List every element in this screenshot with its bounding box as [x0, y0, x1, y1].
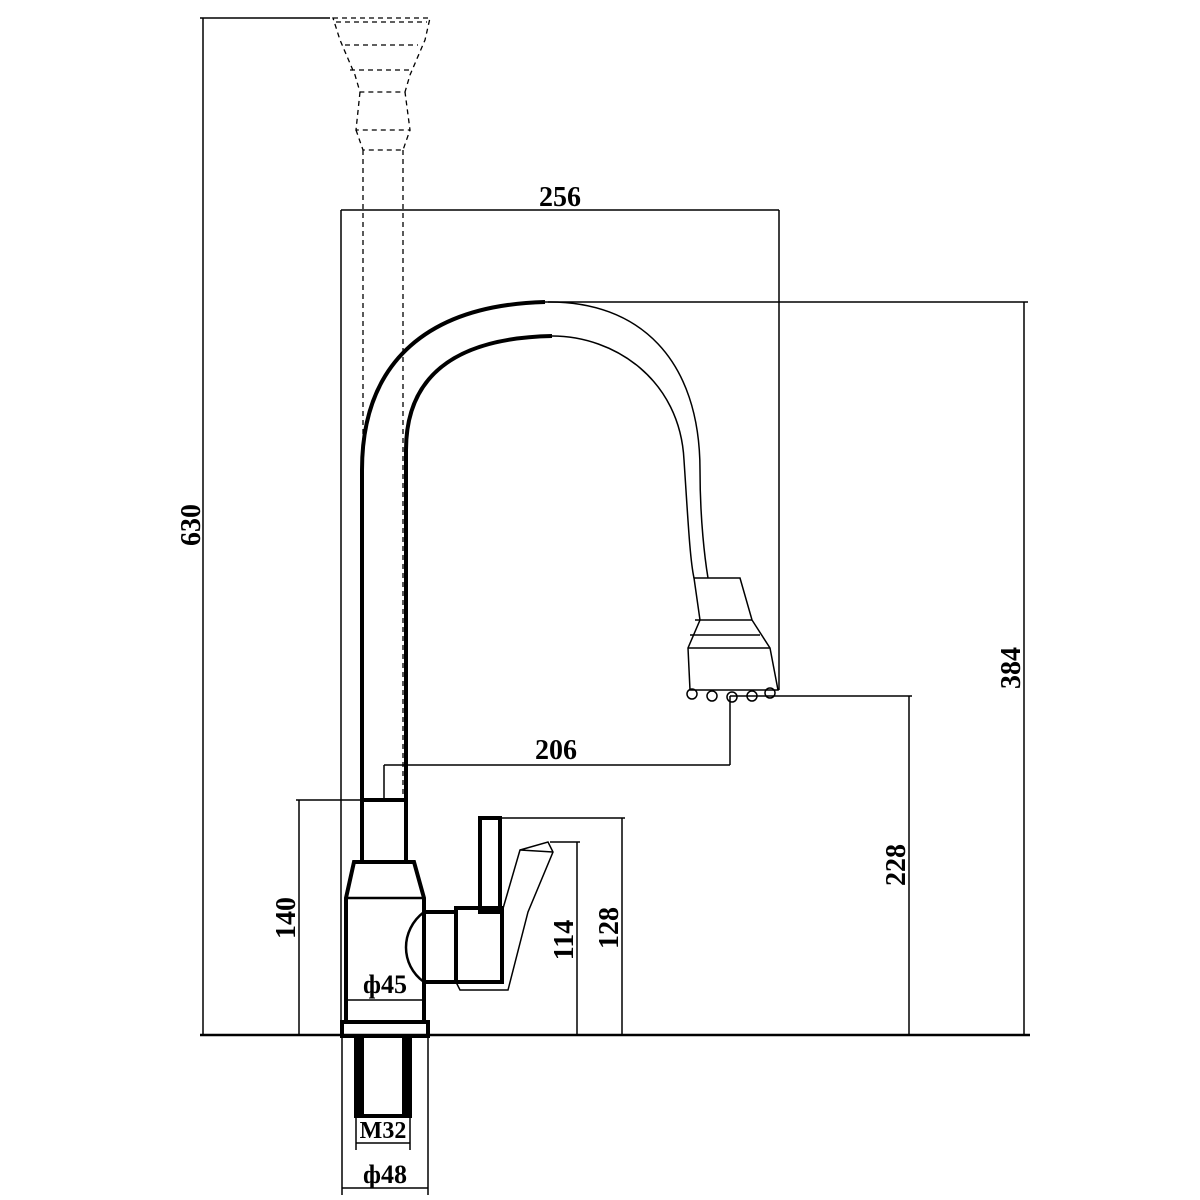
label-handle-height-2: 128 [594, 907, 625, 949]
pulled-spray-head [332, 17, 431, 800]
label-thread-size: M32 [360, 1118, 407, 1144]
threaded-shank [354, 1034, 412, 1150]
label-spout-reach: 256 [539, 182, 581, 213]
label-body-diameter: ф45 [363, 970, 407, 999]
label-total-height: 630 [176, 504, 207, 546]
label-aerator-height: 228 [881, 844, 912, 886]
label-base-diameter: ф48 [363, 1160, 407, 1189]
label-spout-height: 384 [996, 647, 1027, 689]
spout [360, 300, 779, 800]
dimension-lines [200, 17, 1028, 1195]
label-body-height: 140 [271, 897, 302, 939]
label-handle-height-1: 114 [549, 920, 580, 960]
label-aerator-reach: 206 [535, 735, 577, 766]
